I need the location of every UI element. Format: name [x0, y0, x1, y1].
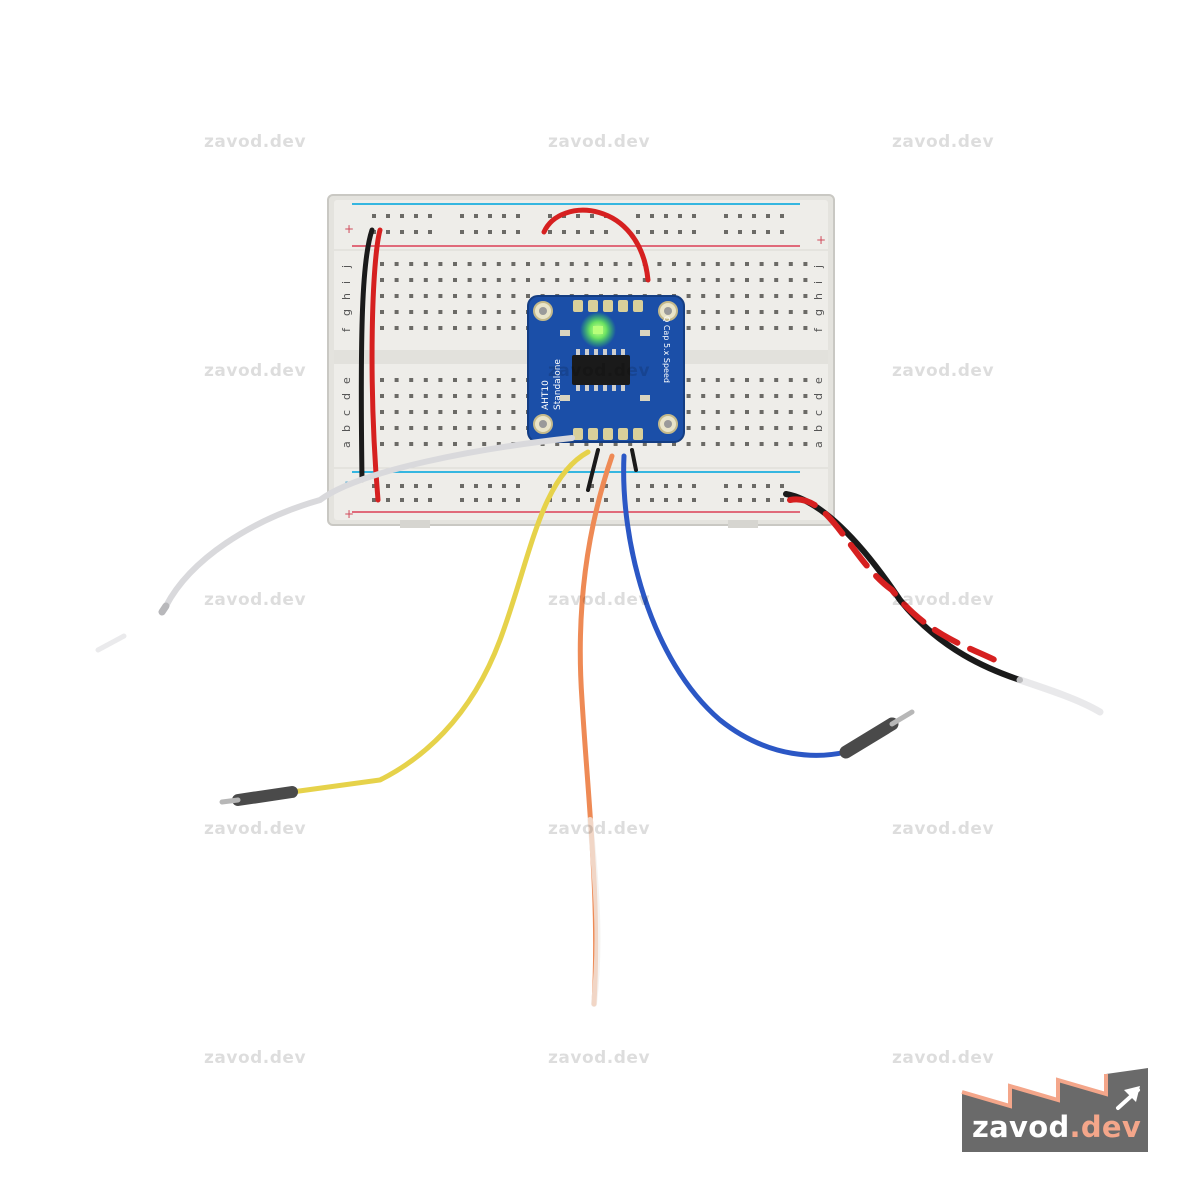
row-letter: d — [812, 393, 825, 400]
logo-wordmark: zavod.dev — [972, 1110, 1141, 1144]
orange-wire-fade — [587, 817, 601, 1007]
black-jumper-wire — [358, 227, 375, 483]
zavod-logo — [961, 1068, 1148, 1152]
rail-plus-label-top: + — [344, 222, 354, 236]
white-wire-blurred-end — [95, 633, 127, 653]
row-letter: f — [812, 327, 825, 332]
row-letter: i — [812, 281, 825, 284]
row-letter: a — [340, 441, 353, 448]
blue-wire-pin-housing — [839, 717, 899, 759]
row-letter: b — [812, 425, 825, 432]
row-letter: g — [340, 309, 353, 316]
ic-chip — [572, 355, 630, 385]
rail-plus-label-bottom: + — [344, 507, 354, 521]
watermark-text: zavod.dev — [548, 361, 651, 381]
row-letter: j — [812, 265, 825, 269]
watermark-text: zavod.dev — [548, 1048, 651, 1068]
logo-domain: .dev — [1069, 1110, 1142, 1144]
logo-roofline — [961, 1074, 1108, 1109]
watermark-text: zavod.dev — [892, 590, 995, 610]
row-letter: e — [812, 377, 825, 384]
row-letter: c — [340, 410, 353, 416]
row-letter: d — [340, 393, 353, 400]
row-letter: f — [340, 327, 353, 332]
sensor-module: AHT10 Standalone Q Cap 5.x Speed — [527, 295, 685, 443]
yellow-wire-pin-housing — [232, 786, 298, 806]
watermark-text: zavod.dev — [892, 819, 995, 839]
twisted-pair-black — [783, 491, 1023, 683]
row-letter-labels: j j i i h h g g f f e e d d c c b b a a — [340, 265, 825, 448]
watermark-text: zavod.dev — [204, 1048, 307, 1068]
blue-wire-pin — [889, 709, 915, 727]
red-jumper-wire-left — [369, 227, 383, 503]
watermark-text: zavod.dev — [548, 590, 651, 610]
row-letter: a — [812, 441, 825, 448]
row-letter: e — [340, 377, 353, 384]
blue-wire — [621, 453, 849, 758]
twisted-pair-fade — [1016, 676, 1104, 716]
rail-plus-label-top-right: + — [816, 233, 826, 247]
pcb-label-left-2: Standalone — [553, 359, 563, 410]
row-letter: i — [340, 281, 353, 284]
watermark-text: zavod.dev — [204, 361, 307, 381]
row-letter: g — [812, 309, 825, 316]
yellow-wire-pin — [219, 797, 241, 805]
watermark-text: zavod.dev — [204, 132, 307, 152]
watermark-text: zavod.dev — [204, 819, 307, 839]
yellow-wire — [289, 449, 591, 795]
row-letter: h — [812, 293, 825, 300]
pcb-label-left: AHT10 — [541, 380, 551, 410]
logo-name: zavod — [972, 1110, 1070, 1144]
red-jumper-wire-top — [541, 207, 651, 283]
watermark-text: zavod.dev — [892, 361, 995, 381]
watermark-text: zavod.dev — [892, 132, 995, 152]
row-letter: b — [340, 425, 353, 432]
watermark-text: zavod.dev — [548, 819, 651, 839]
row-letter: c — [812, 410, 825, 416]
row-letter: j — [340, 265, 353, 269]
pcb-label-right: Q Cap 5.x Speed — [662, 316, 671, 383]
watermark-text: zavod.dev — [892, 1048, 995, 1068]
watermark-text: zavod.dev — [548, 132, 651, 152]
twisted-pair-red — [787, 496, 1005, 667]
white-wire — [163, 435, 575, 609]
watermark-text: zavod.dev — [204, 590, 307, 610]
row-letter: h — [340, 293, 353, 300]
